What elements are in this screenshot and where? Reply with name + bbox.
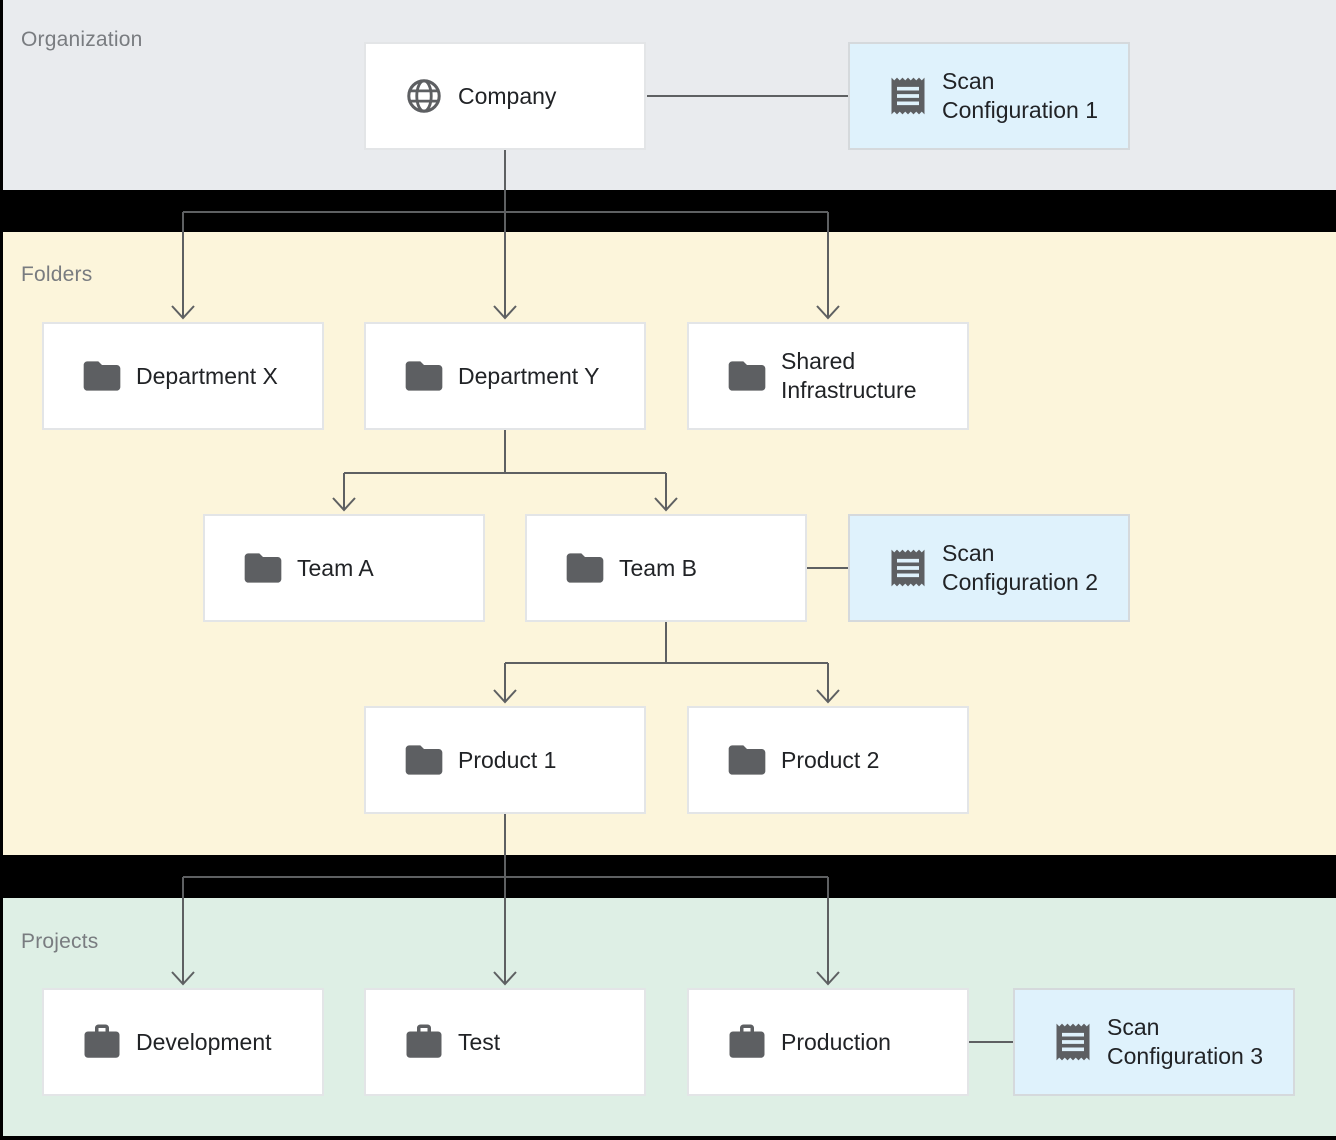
node-label: Scan Configuration 1 [942, 68, 1098, 123]
folder-icon [725, 354, 769, 398]
node-label: Scan Configuration 2 [942, 540, 1098, 595]
node-label: Shared Infrastructure [781, 348, 917, 403]
node-label: Department Y [458, 362, 600, 389]
node-product-1: Product 1 [364, 706, 646, 814]
node-scan-configuration-1: Scan Configuration 1 [848, 42, 1130, 150]
node-team-a: Team A [203, 514, 485, 622]
projects-band-label: Projects [21, 930, 99, 953]
node-label: Production [781, 1028, 891, 1055]
receipt-icon [886, 544, 930, 592]
node-label: Product 2 [781, 746, 880, 773]
node-production: Production [687, 988, 969, 1096]
briefcase-icon [402, 1021, 446, 1063]
node-label: Test [458, 1028, 501, 1055]
receipt-icon [886, 72, 930, 120]
node-label: Team B [619, 554, 697, 581]
node-team-b: Team B [525, 514, 807, 622]
node-development: Development [42, 988, 324, 1096]
folder-icon [725, 738, 769, 782]
node-company: Company [364, 42, 646, 150]
node-scan-configuration-3: Scan Configuration 3 [1013, 988, 1295, 1096]
folder-icon [563, 546, 607, 590]
folder-icon [402, 354, 446, 398]
node-label: Company [458, 82, 557, 109]
organization-band-label: Organization [21, 28, 143, 51]
folder-icon [402, 738, 446, 782]
node-label: Scan Configuration 3 [1107, 1014, 1263, 1069]
receipt-icon [1051, 1018, 1095, 1066]
node-shared-infrastructure: Shared Infrastructure [687, 322, 969, 430]
node-department-y: Department Y [364, 322, 646, 430]
globe-icon [402, 77, 446, 115]
node-product-2: Product 2 [687, 706, 969, 814]
node-label: Team A [297, 554, 374, 581]
briefcase-icon [725, 1021, 769, 1063]
node-label: Department X [136, 362, 278, 389]
folder-icon [241, 546, 285, 590]
organization-band [3, 0, 1336, 190]
node-scan-configuration-2: Scan Configuration 2 [848, 514, 1130, 622]
folder-icon [80, 354, 124, 398]
briefcase-icon [80, 1021, 124, 1063]
node-test: Test [364, 988, 646, 1096]
node-department-x: Department X [42, 322, 324, 430]
folders-band-label: Folders [21, 263, 93, 286]
node-label: Product 1 [458, 746, 557, 773]
node-label: Development [136, 1028, 272, 1055]
